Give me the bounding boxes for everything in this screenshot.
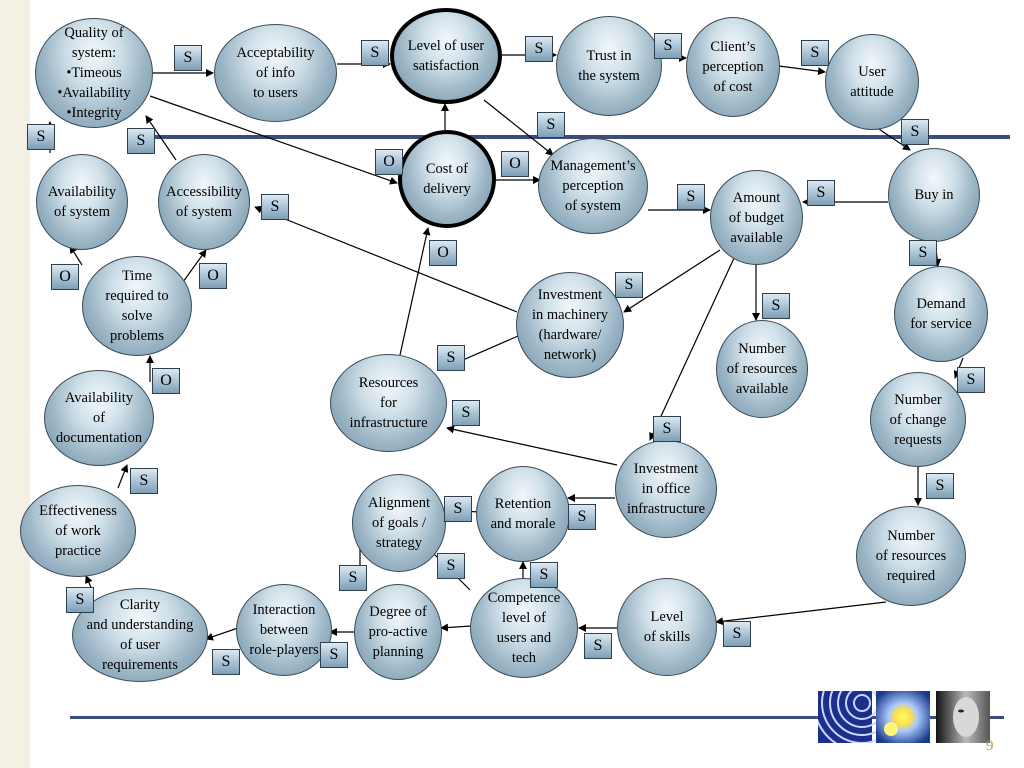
node-accessibility-of-system: Accessibility of system bbox=[158, 154, 250, 250]
tag-s: S bbox=[909, 240, 937, 266]
node-retention-and-morale: Retention and morale bbox=[476, 466, 570, 562]
tag-s: S bbox=[130, 468, 158, 494]
arrow-competence-proactive bbox=[440, 623, 472, 632]
node-investment-machinery: Investment in machinery (hardware/ netwo… bbox=[516, 272, 624, 378]
tag-s: S bbox=[584, 633, 612, 659]
node-alignment-of-goals: Alignment of goals / strategy bbox=[352, 474, 446, 572]
node-degree-of-proactive-planning: Degree of pro-active planning bbox=[354, 584, 442, 680]
tag-s: S bbox=[653, 416, 681, 442]
node-level-of-skills: Level of skills bbox=[617, 578, 717, 676]
node-trust-in-system: Trust in the system bbox=[556, 16, 662, 116]
node-amount-of-budget: Amount of budget available bbox=[710, 170, 803, 265]
node-availability-of-system: Availability of system bbox=[36, 154, 128, 250]
tag-s: S bbox=[537, 112, 565, 138]
slide-left-strip bbox=[0, 0, 30, 768]
arrow-cost-perception-attitude bbox=[778, 65, 826, 76]
tag-s: S bbox=[320, 642, 348, 668]
node-number-of-resources-required: Number of resources required bbox=[856, 506, 966, 606]
page-number: 9 bbox=[986, 738, 994, 754]
node-investment-office: Investment in office infrastructure bbox=[615, 440, 717, 538]
arrow-effect-doc bbox=[117, 464, 129, 489]
tag-s: S bbox=[27, 124, 55, 150]
tag-o: O bbox=[152, 368, 180, 394]
tag-s: S bbox=[525, 36, 553, 62]
arrow-budget-office bbox=[649, 255, 736, 441]
tag-s: S bbox=[437, 553, 465, 579]
node-clarity-of-requirements: Clarity and understanding of user requir… bbox=[72, 588, 208, 682]
tag-o: O bbox=[51, 264, 79, 290]
logo-image-strip bbox=[818, 691, 990, 743]
node-effectiveness-of-work-practice: Effectiveness of work practice bbox=[20, 485, 136, 577]
bottom-divider bbox=[70, 716, 1004, 719]
arrow-resreq-skills bbox=[715, 601, 887, 626]
tag-s: S bbox=[926, 473, 954, 499]
node-number-resources-available: Number of resources available bbox=[716, 320, 808, 418]
tag-o: O bbox=[199, 263, 227, 289]
node-quality-of-system: Quality of system: •Timeous •Availabilit… bbox=[35, 18, 153, 128]
tag-s: S bbox=[615, 272, 643, 298]
node-resources-for-infrastructure: Resources for infrastructure bbox=[330, 354, 447, 452]
tag-s: S bbox=[127, 128, 155, 154]
tag-s: S bbox=[452, 400, 480, 426]
top-divider bbox=[140, 135, 1010, 139]
node-level-of-user-satisfaction: Level of user satisfaction bbox=[390, 8, 502, 104]
node-user-attitude: User attitude bbox=[825, 34, 919, 130]
tag-s: S bbox=[530, 562, 558, 588]
tag-s: S bbox=[901, 119, 929, 145]
arrow-budget-machinery bbox=[623, 249, 721, 313]
arrow-machinery-access bbox=[254, 205, 518, 313]
tag-s: S bbox=[361, 40, 389, 66]
node-clients-perception-of-cost: Client’s perception of cost bbox=[686, 17, 780, 117]
flower-image bbox=[876, 691, 930, 743]
tag-s: S bbox=[723, 621, 751, 647]
node-demand-for-service: Demand for service bbox=[894, 266, 988, 362]
tag-s: S bbox=[677, 184, 705, 210]
tag-s: S bbox=[212, 649, 240, 675]
arrow-interaction-clarity bbox=[205, 627, 239, 641]
node-availability-of-documentation: Availability of documentation bbox=[44, 370, 154, 466]
node-management-perception: Management’s perception of system bbox=[538, 138, 648, 234]
tag-s: S bbox=[174, 45, 202, 71]
tag-o: O bbox=[501, 151, 529, 177]
arrow-satisfaction-mgmt bbox=[483, 99, 554, 156]
tag-s: S bbox=[444, 496, 472, 522]
tag-s: S bbox=[66, 587, 94, 613]
arrow-time-availsys bbox=[69, 245, 83, 266]
tag-s: S bbox=[339, 565, 367, 591]
node-time-required: Time required to solve problems bbox=[82, 256, 192, 356]
tag-o: O bbox=[375, 149, 403, 175]
tag-s: S bbox=[654, 33, 682, 59]
arrow-quality-cost bbox=[149, 95, 398, 185]
tag-s: S bbox=[801, 40, 829, 66]
tag-s: S bbox=[437, 345, 465, 371]
tag-s: S bbox=[957, 367, 985, 393]
node-acceptability-of-info: Acceptability of info to users bbox=[214, 24, 337, 122]
node-cost-of-delivery: Cost of delivery bbox=[398, 130, 496, 228]
tag-s: S bbox=[807, 180, 835, 206]
tag-s: S bbox=[261, 194, 289, 220]
face-image bbox=[936, 691, 990, 743]
node-buy-in: Buy in bbox=[888, 148, 980, 242]
tag-s: S bbox=[762, 293, 790, 319]
node-interaction-between-role-players: Interaction between role-players bbox=[236, 584, 332, 676]
arrow-office-resinfra bbox=[446, 425, 618, 466]
tag-s: S bbox=[568, 504, 596, 530]
tag-o: O bbox=[429, 240, 457, 266]
arrow-resinfra-cost bbox=[399, 227, 431, 356]
arrow-attitude-buyin bbox=[875, 126, 911, 151]
node-number-of-change-requests: Number of change requests bbox=[870, 372, 966, 467]
arrow-access-quality bbox=[145, 115, 177, 161]
arrow-time-access bbox=[182, 249, 207, 283]
node-competence-level: Competence level of users and tech bbox=[470, 578, 578, 678]
